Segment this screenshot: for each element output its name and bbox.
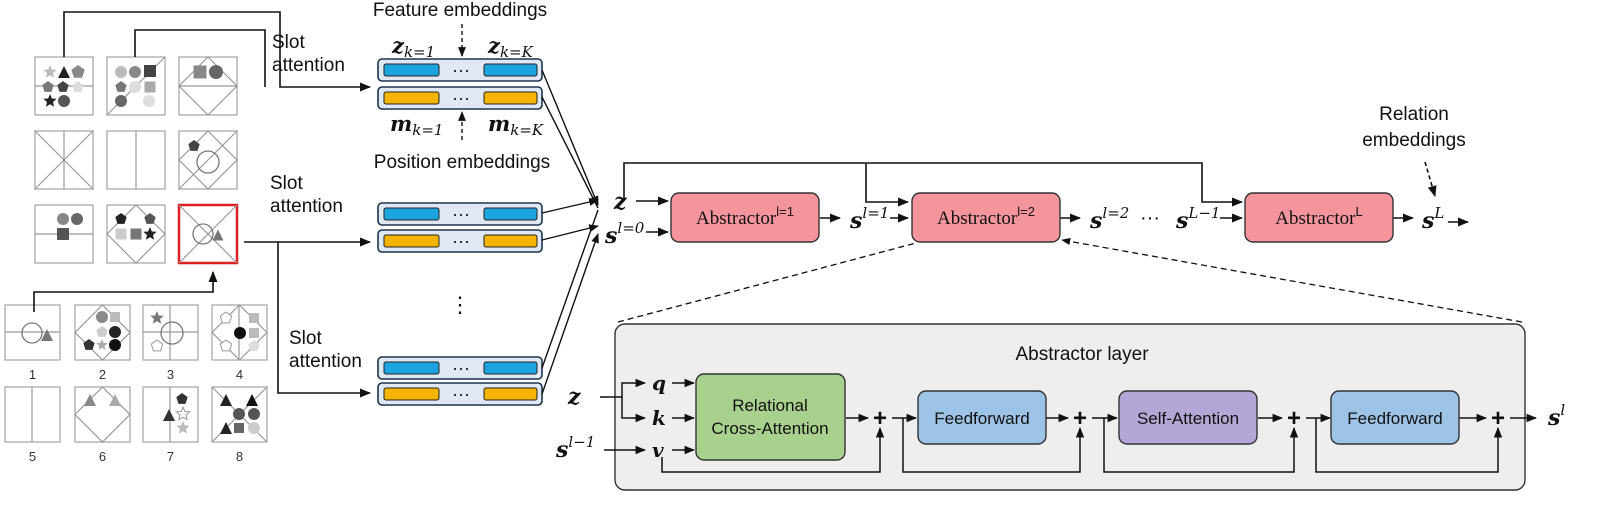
position-embedding-row-1: ··· [377,86,543,110]
embedding-ellipsis: ··· [452,231,470,251]
svg-text:Relational: Relational [732,396,808,415]
m-kK-label: mk=K [488,111,544,139]
svg-text:Feedforward: Feedforward [934,409,1029,428]
abstractor-layer-title: Abstractor layer [1015,344,1149,365]
feature-embedding-row-3: ··· [377,356,543,380]
svg-text:Feedforward: Feedforward [1347,409,1442,428]
zoom-line-left [617,242,917,323]
puzzle-panel-4 [34,130,94,190]
answer-number: 2 [99,367,106,382]
svg-text:Abstractorl=1: Abstractorl=1 [696,204,794,229]
slm1-label: sl−1 [555,433,595,463]
add-node-4: + [1491,405,1505,432]
k-label: k [652,406,666,430]
svg-text:Self-Attention: Self-Attention [1137,409,1239,428]
z-panel-label: z [567,384,581,410]
puzzle-panel-6 [178,130,238,190]
answer-choice-6: 6 [74,386,131,464]
answer-number: 7 [167,449,174,464]
answer-number: 5 [29,449,36,464]
embedding-ellipsis: ··· [452,60,470,80]
stack-ellipsis: ··· [1140,207,1160,229]
abstractor-block-2: Abstractorl=2 [911,192,1061,243]
s0-label: sl=0 [604,219,645,249]
puzzle-panel-7 [34,204,94,264]
puzzle-grid [34,56,239,265]
puzzle-panel-3 [178,56,238,116]
m-k1-label: mk=1 [390,111,443,139]
svg-text:Cross-Attention: Cross-Attention [711,419,828,438]
answer-choice-3: 3 [142,304,199,382]
answer-number: 8 [236,449,243,464]
puzzle-panel-5 [106,130,166,190]
embedding-ellipsis: ··· [452,384,470,404]
residual-add-nodes: + + + + [873,405,1505,432]
vertical-ellipsis: ⋮ [449,292,471,317]
answer-number: 1 [29,367,36,382]
answer-choice-8: 8 [211,386,268,464]
feature-embedding-row-2: ··· [377,202,543,226]
embedding-ellipsis: ··· [452,358,470,378]
embedding-ellipsis: ··· [452,204,470,224]
converging-arrows [541,69,599,395]
answer-choice-5: 5 [4,386,61,464]
feedforward-block-2: Feedforward [1330,390,1460,445]
add-node-1: + [873,405,887,432]
svg-text:Abstractorl=2: Abstractorl=2 [937,204,1035,229]
feedforward-block-1: Feedforward [917,390,1047,445]
puzzle-panel-query [177,203,239,265]
puzzle-panel-2 [106,56,166,116]
svg-text:AbstractorL: AbstractorL [1275,204,1362,229]
z-kK-label: zk=K [487,33,534,61]
v-label: v [652,438,664,462]
position-embeddings-label: Position embeddings [374,152,550,173]
add-node-3: + [1287,405,1301,432]
sl-output-label: sl [1547,401,1565,431]
abstractor-layer-flow [600,378,1538,473]
slot-embeddings: ··· ··· ··· ··· ··· ··· [377,58,543,406]
answer-choice-7: 7 [142,386,199,464]
answer-number: 3 [167,367,174,382]
relational-cross-attention-block: Relational Cross-Attention [695,373,846,461]
q-label: q [652,371,666,395]
position-embedding-row-2: ··· [377,229,543,253]
embedding-ellipsis: ··· [452,88,470,108]
z-input-label: z [613,189,627,215]
position-embedding-row-3: ··· [377,382,543,406]
abstractor-block-1: Abstractorl=1 [670,192,820,243]
puzzle-panel-8 [106,204,166,264]
z-k1-label: zk=1 [391,33,435,61]
abstractor-stack [623,161,1470,237]
puzzle-panel-1 [34,56,94,116]
s2-label: sl=2 [1089,204,1129,234]
abstractor-block-L: AbstractorL [1244,192,1394,243]
sLm1-label: sL−1 [1175,204,1220,234]
answer-choice-2: 2 [74,304,131,382]
feature-embedding-row-1: ··· [377,58,543,82]
add-node-2: + [1073,405,1087,432]
answer-choices: 1 2 3 4 5 6 7 8 [4,304,268,464]
feature-embeddings-label: Feature embeddings [373,0,547,21]
self-attention-block: Self-Attention [1118,390,1258,445]
s1-label: sl=1 [849,204,889,234]
zoom-line-right [1061,237,1523,323]
sL-label: sL [1421,204,1444,234]
answer-choice-1: 1 [4,304,61,382]
answer-choice-4: 4 [211,304,268,382]
answer-number: 6 [99,449,106,464]
answer-number: 4 [236,367,243,382]
puzzle-arrows [33,11,372,398]
